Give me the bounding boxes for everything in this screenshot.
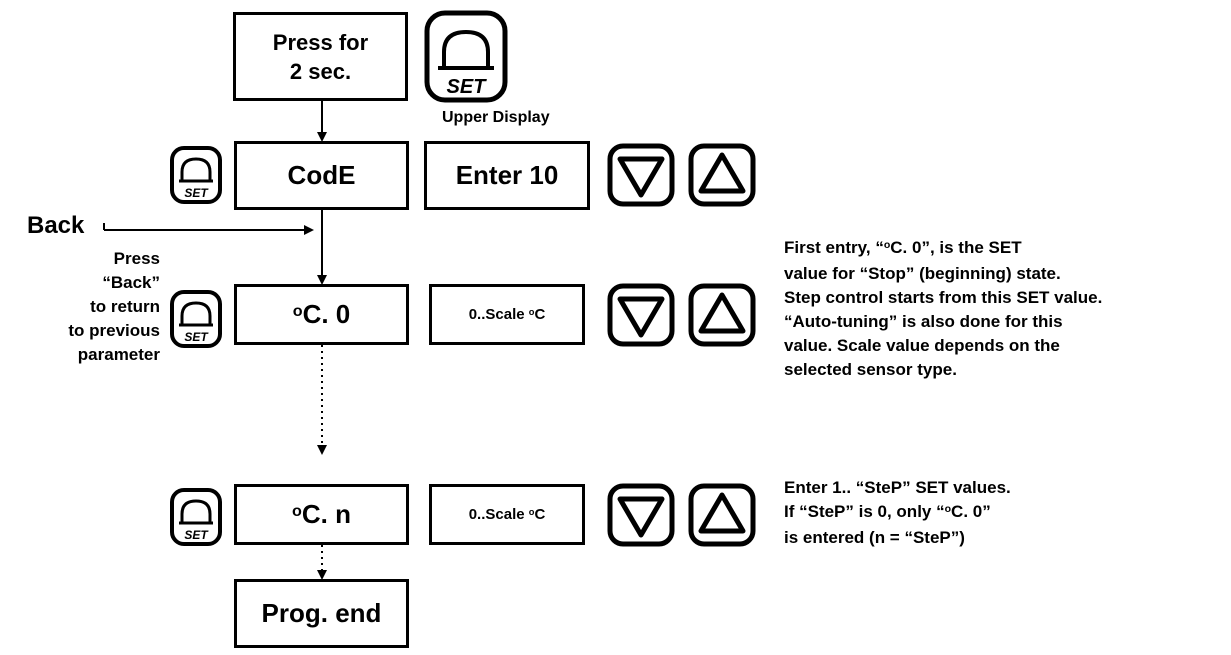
press-back-line: parameter <box>77 345 160 364</box>
up-arrow-button-icon[interactable] <box>688 483 756 547</box>
upper-display-label: Upper Display <box>442 109 550 126</box>
note-line: Step control starts from this SET value. <box>784 288 1103 307</box>
scale-range-box-cn: 0..Scale oC <box>429 484 585 545</box>
note-line: If “SteP” is 0, only “oC. 0” <box>784 502 991 521</box>
set-button-icon[interactable]: SET <box>424 10 508 103</box>
down-arrow-button-icon[interactable] <box>607 143 675 207</box>
enter-10-display-box: Enter 10 <box>424 141 590 210</box>
degree-sign: o <box>292 301 303 320</box>
press-box-line2: 2 sec. <box>289 58 352 84</box>
code-parameter-box: CodE <box>234 141 409 210</box>
prog-end-box: Prog. end <box>234 579 409 648</box>
press-back-line: to return <box>90 297 160 316</box>
press-2sec-box: Press for 2 sec. <box>233 12 408 101</box>
note-line: value for “Stop” (beginning) state. <box>784 264 1061 283</box>
c0-text: C. 0 <box>302 299 351 329</box>
note-line: value. Scale value depends on the <box>784 336 1060 355</box>
press-box-line1: Press for <box>272 29 369 55</box>
up-arrow-button-icon[interactable] <box>688 143 756 207</box>
back-label: Back <box>27 212 85 239</box>
degree-sign: o <box>528 306 535 317</box>
cn-parameter-box: oC. n <box>234 484 409 545</box>
cn-description-note: Enter 1.. “SteP” SET values. If “SteP” i… <box>784 476 1011 550</box>
press-back-line: “Back” <box>102 273 160 292</box>
press-back-line: Press <box>113 249 160 268</box>
svg-text:SET: SET <box>184 330 209 344</box>
press-back-line: to previous <box>68 321 160 340</box>
back-arrow-line <box>103 223 312 230</box>
svg-text:SET: SET <box>184 186 209 200</box>
scale-range-box-c0: 0..Scale oC <box>429 284 585 345</box>
degree-sign: o <box>292 501 302 520</box>
note-line: selected sensor type. <box>784 360 957 379</box>
svg-text:SET: SET <box>184 528 209 542</box>
up-arrow-button-icon[interactable] <box>688 283 756 347</box>
degree-sign: o <box>528 506 535 517</box>
note-line: First entry, “oC. 0”, is the SET <box>784 238 1022 257</box>
set-button-icon[interactable]: SET <box>170 146 222 204</box>
set-button-icon[interactable]: SET <box>170 290 222 348</box>
press-back-note: Press “Back” to return to previous param… <box>60 247 160 367</box>
note-line: Enter 1.. “SteP” SET values. <box>784 478 1011 497</box>
set-button-icon[interactable]: SET <box>170 488 222 546</box>
cn-text: C. n <box>301 499 351 529</box>
note-line: is entered (n = “SteP”) <box>784 528 965 547</box>
set-button-text: SET <box>447 76 488 98</box>
down-arrow-button-icon[interactable] <box>607 483 675 547</box>
note-line: “Auto-tuning” is also done for this <box>784 312 1063 331</box>
down-arrow-button-icon[interactable] <box>607 283 675 347</box>
c0-parameter-box: oC. 0 <box>234 284 409 345</box>
c0-description-note: First entry, “oC. 0”, is the SET value f… <box>784 236 1102 382</box>
